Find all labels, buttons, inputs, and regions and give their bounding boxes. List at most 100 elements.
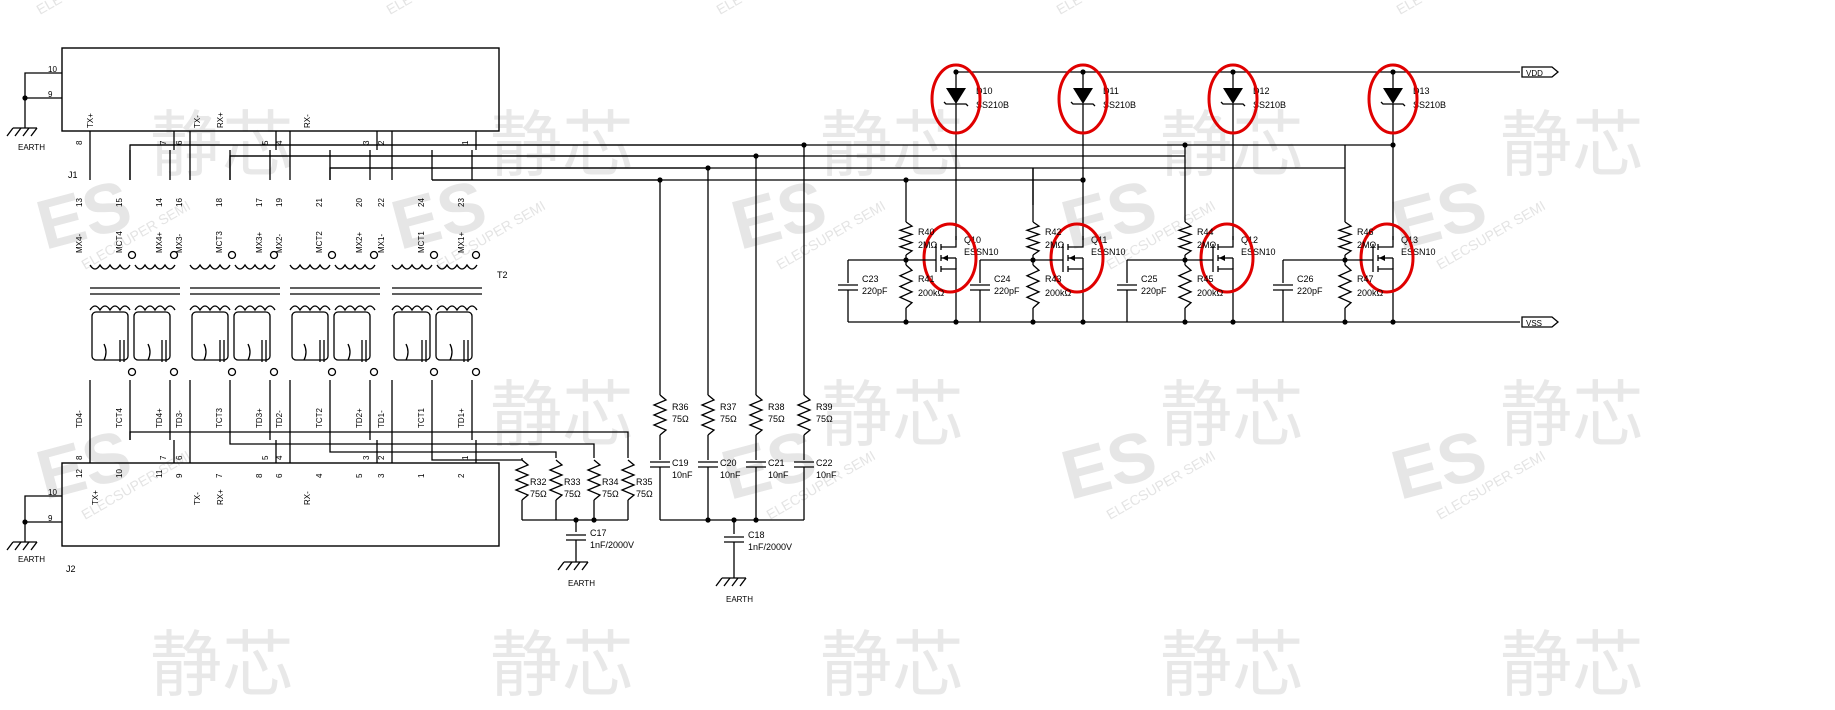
- earth-ground-icon: [715, 577, 747, 587]
- earth-ground-icon: [6, 127, 38, 137]
- transformer-upper-label: MCT3: [215, 231, 224, 253]
- transformer-lower-label: TD3-: [175, 410, 184, 428]
- j1-pin-10: 10: [48, 65, 57, 74]
- resistor-ref-label: R44: [1197, 227, 1214, 237]
- capacitor-value-label: 10nF: [720, 470, 741, 480]
- watermark-chinese: 静芯: [490, 623, 634, 707]
- junction-dot: [1230, 69, 1236, 75]
- vdd-port-icon: [1521, 66, 1560, 78]
- resistor-ref-label: R37: [720, 402, 737, 412]
- resistor-r37: [700, 394, 716, 436]
- transformer-lower-label: TCT2: [315, 407, 324, 428]
- choke-coil: [203, 343, 207, 361]
- transformer-lower-pin: 3: [377, 473, 386, 478]
- watermark-chinese: 静芯: [1500, 373, 1644, 457]
- capacitor-c26: [1273, 284, 1293, 291]
- watermark-company: ELECSUPER SEMI: [34, 0, 148, 18]
- source-lead: [941, 268, 957, 280]
- resistor-r42: [1025, 221, 1041, 256]
- transformer-lower-label: TD3+: [255, 408, 264, 428]
- j2-label: J2: [66, 564, 76, 574]
- diode-ref-label: D12: [1253, 86, 1270, 96]
- t2-label: T2: [497, 270, 508, 280]
- highlight-diode: [1367, 63, 1419, 135]
- resistor-ref-label: R46: [1357, 227, 1374, 237]
- choke-coil: [405, 343, 409, 361]
- transformer-lower-pin: 11: [155, 469, 164, 478]
- junction-dot: [1342, 319, 1348, 325]
- resistor-value-label: 75Ω: [636, 489, 653, 499]
- j1-label: J1: [68, 170, 78, 180]
- winding-dot-icon: [429, 250, 439, 260]
- transformer-upper-label: MX3+: [255, 232, 264, 253]
- winding-dot-icon: [227, 367, 237, 377]
- highlight-mosfet: [1359, 222, 1415, 294]
- transformer-upper-label: MX2-: [275, 234, 284, 253]
- j2-signal-tx-plus: TX+: [91, 490, 100, 505]
- j2-pin-number: 8: [75, 455, 84, 460]
- j2-pin-number: 4: [275, 455, 284, 460]
- capacitor-c18: [724, 536, 744, 543]
- j1-pin-number: 7: [159, 140, 168, 145]
- capacitor-value-label: 220pF: [994, 286, 1020, 296]
- j1-pin-number: 1: [461, 140, 470, 145]
- ground-hatch: [581, 561, 589, 571]
- transformer-lower-label: TD2+: [355, 408, 364, 428]
- resistor-value-label: 75Ω: [564, 489, 581, 499]
- diode-part-label: SS210B: [1253, 100, 1286, 110]
- j1-pin-number: 6: [175, 140, 184, 145]
- j1-signal-tx-plus: TX+: [86, 113, 95, 128]
- transformer-lower-pin: 6: [275, 473, 284, 478]
- choke-outline: [233, 311, 271, 361]
- transformer-coil: [134, 263, 176, 270]
- transformer-upper-pin: 23: [457, 198, 466, 207]
- transformer-lower-label: TD1+: [457, 408, 466, 428]
- junction-dot: [1080, 319, 1086, 325]
- resistor-ref-label: R33: [564, 477, 581, 487]
- center-tap-wire: [129, 431, 629, 458]
- j2-signal-tx-minus: TX-: [193, 492, 202, 505]
- transformer-upper-pin: 14: [155, 198, 164, 207]
- winding-dot-icon: [269, 250, 279, 260]
- junction-dot: [1390, 69, 1396, 75]
- diode-ref-label: D13: [1413, 86, 1430, 96]
- winding-dot-icon: [369, 367, 379, 377]
- highlight-mosfet: [1199, 222, 1255, 294]
- transformer-upper-pin: 21: [315, 198, 324, 207]
- resistor-value-label: 75Ω: [816, 414, 833, 424]
- capacitor-c25: [1117, 284, 1137, 291]
- earth-ground-icon: [557, 561, 589, 571]
- j2-pin-number: 3: [362, 455, 371, 460]
- choke-coil: [347, 343, 351, 361]
- winding-dot-icon: [327, 367, 337, 377]
- junction-dot: [953, 69, 959, 75]
- watermark-chinese: 静芯: [150, 623, 294, 707]
- junction-dot: [1080, 177, 1086, 183]
- resistor-r45: [1177, 264, 1193, 309]
- ground-hatch: [715, 577, 723, 587]
- choke-coil: [247, 343, 251, 361]
- resistor-value-label: 2MΩ: [1045, 240, 1065, 250]
- transformer-coil: [391, 305, 433, 312]
- drain-lead: [1068, 236, 1084, 248]
- choke-outline: [333, 311, 371, 361]
- resistor-ref-label: R32: [530, 477, 547, 487]
- transformer-lower-label: TD2-: [275, 410, 284, 428]
- resistor-value-label: 75Ω: [602, 489, 619, 499]
- diode-d13: [1380, 88, 1406, 107]
- capacitor-ref-label: C19: [672, 458, 689, 468]
- j2-pin-number: 7: [159, 455, 168, 460]
- watermark-chinese: 静芯: [1160, 373, 1304, 457]
- resistor-ref-label: R35: [636, 477, 653, 487]
- j2-signal-rx-minus: RX-: [303, 491, 312, 505]
- vss-label: VSS: [1526, 319, 1542, 328]
- body-arrow: [1219, 255, 1225, 261]
- watermark-chinese: 静芯: [820, 623, 964, 707]
- mosfet-part-label: ESSN10: [1241, 247, 1276, 257]
- highlight-mosfet: [1049, 222, 1105, 294]
- ground-hatch: [723, 577, 731, 587]
- capacitor-c19: [650, 461, 670, 468]
- j2-pin-10: 10: [48, 488, 57, 497]
